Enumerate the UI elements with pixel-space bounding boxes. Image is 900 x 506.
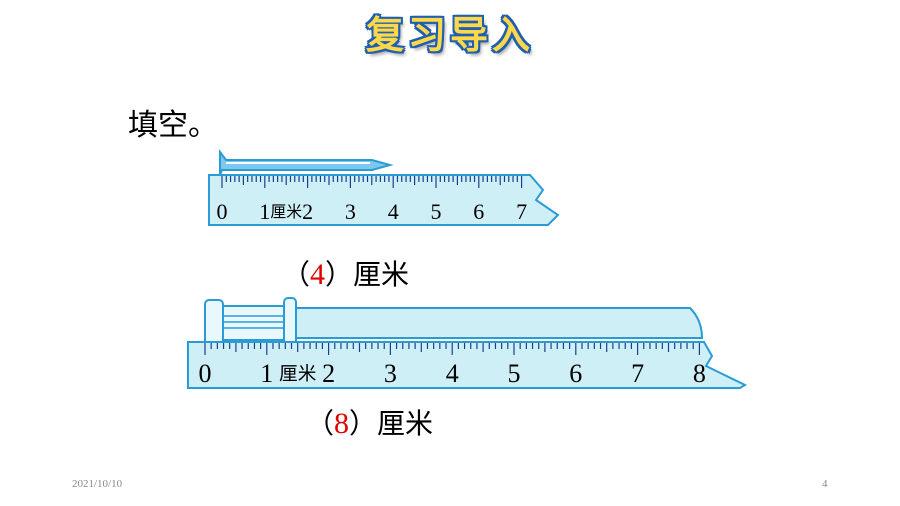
open-paren: （ <box>282 258 311 291</box>
ruler-tick-label: 5 <box>431 199 442 224</box>
ruler-tick-label: 2 <box>322 359 335 388</box>
ruler-tick-label: 3 <box>345 199 356 224</box>
open-paren: （ <box>306 407 335 440</box>
ruler-unit-label: 厘米 <box>279 364 317 385</box>
ruler-tick-label: 2 <box>302 199 313 224</box>
answer-value-2: 8 <box>334 407 350 440</box>
ruler-2-labels: 0 1 2 3 4 5 6 7 8 厘米 <box>199 359 706 388</box>
footer-page-number: 4 <box>822 478 828 490</box>
measured-object-1 <box>219 149 394 176</box>
ruler-tick-label: 7 <box>631 359 644 388</box>
ruler-tick-label: 4 <box>388 199 399 224</box>
footer-date: 2021/10/10 <box>72 478 123 490</box>
ruler-1-labels: 0 1 2 3 4 5 6 7 厘米 <box>217 199 528 224</box>
ruler-2-body <box>187 341 748 389</box>
ruler-tick-label: 1 <box>260 359 273 388</box>
close-paren: ） <box>325 258 354 291</box>
ruler-unit-label: 厘米 <box>270 202 302 221</box>
ruler-tick-label: 0 <box>217 199 228 224</box>
ruler-tick-label: 0 <box>199 359 212 388</box>
ruler-1-ticks <box>221 176 523 188</box>
answer-value-1: 4 <box>310 258 326 291</box>
ruler-tick-label: 7 <box>516 199 527 224</box>
answer-line-2: （8）厘米 <box>306 402 433 442</box>
ruler-tick-label: 1 <box>259 199 270 224</box>
ruler-2-ticks <box>204 343 701 355</box>
ruler-1-body <box>208 174 560 226</box>
ruler-tick-label: 6 <box>569 359 582 388</box>
answer-line-1: （4）厘米 <box>282 253 409 293</box>
ruler-tick-label: 5 <box>508 359 521 388</box>
slide-title: 复习导入 <box>365 13 534 57</box>
close-paren: ） <box>349 407 378 440</box>
ruler-tick-label: 6 <box>473 199 484 224</box>
ruler-tick-label: 3 <box>384 359 397 388</box>
measured-object-2 <box>204 297 704 345</box>
ruler-tick-label: 8 <box>693 359 706 388</box>
answer-unit-1: 厘米 <box>353 258 410 291</box>
instruction-text: 填空。 <box>128 108 218 143</box>
answer-unit-2: 厘米 <box>377 407 434 440</box>
ruler-tick-label: 4 <box>446 359 459 388</box>
